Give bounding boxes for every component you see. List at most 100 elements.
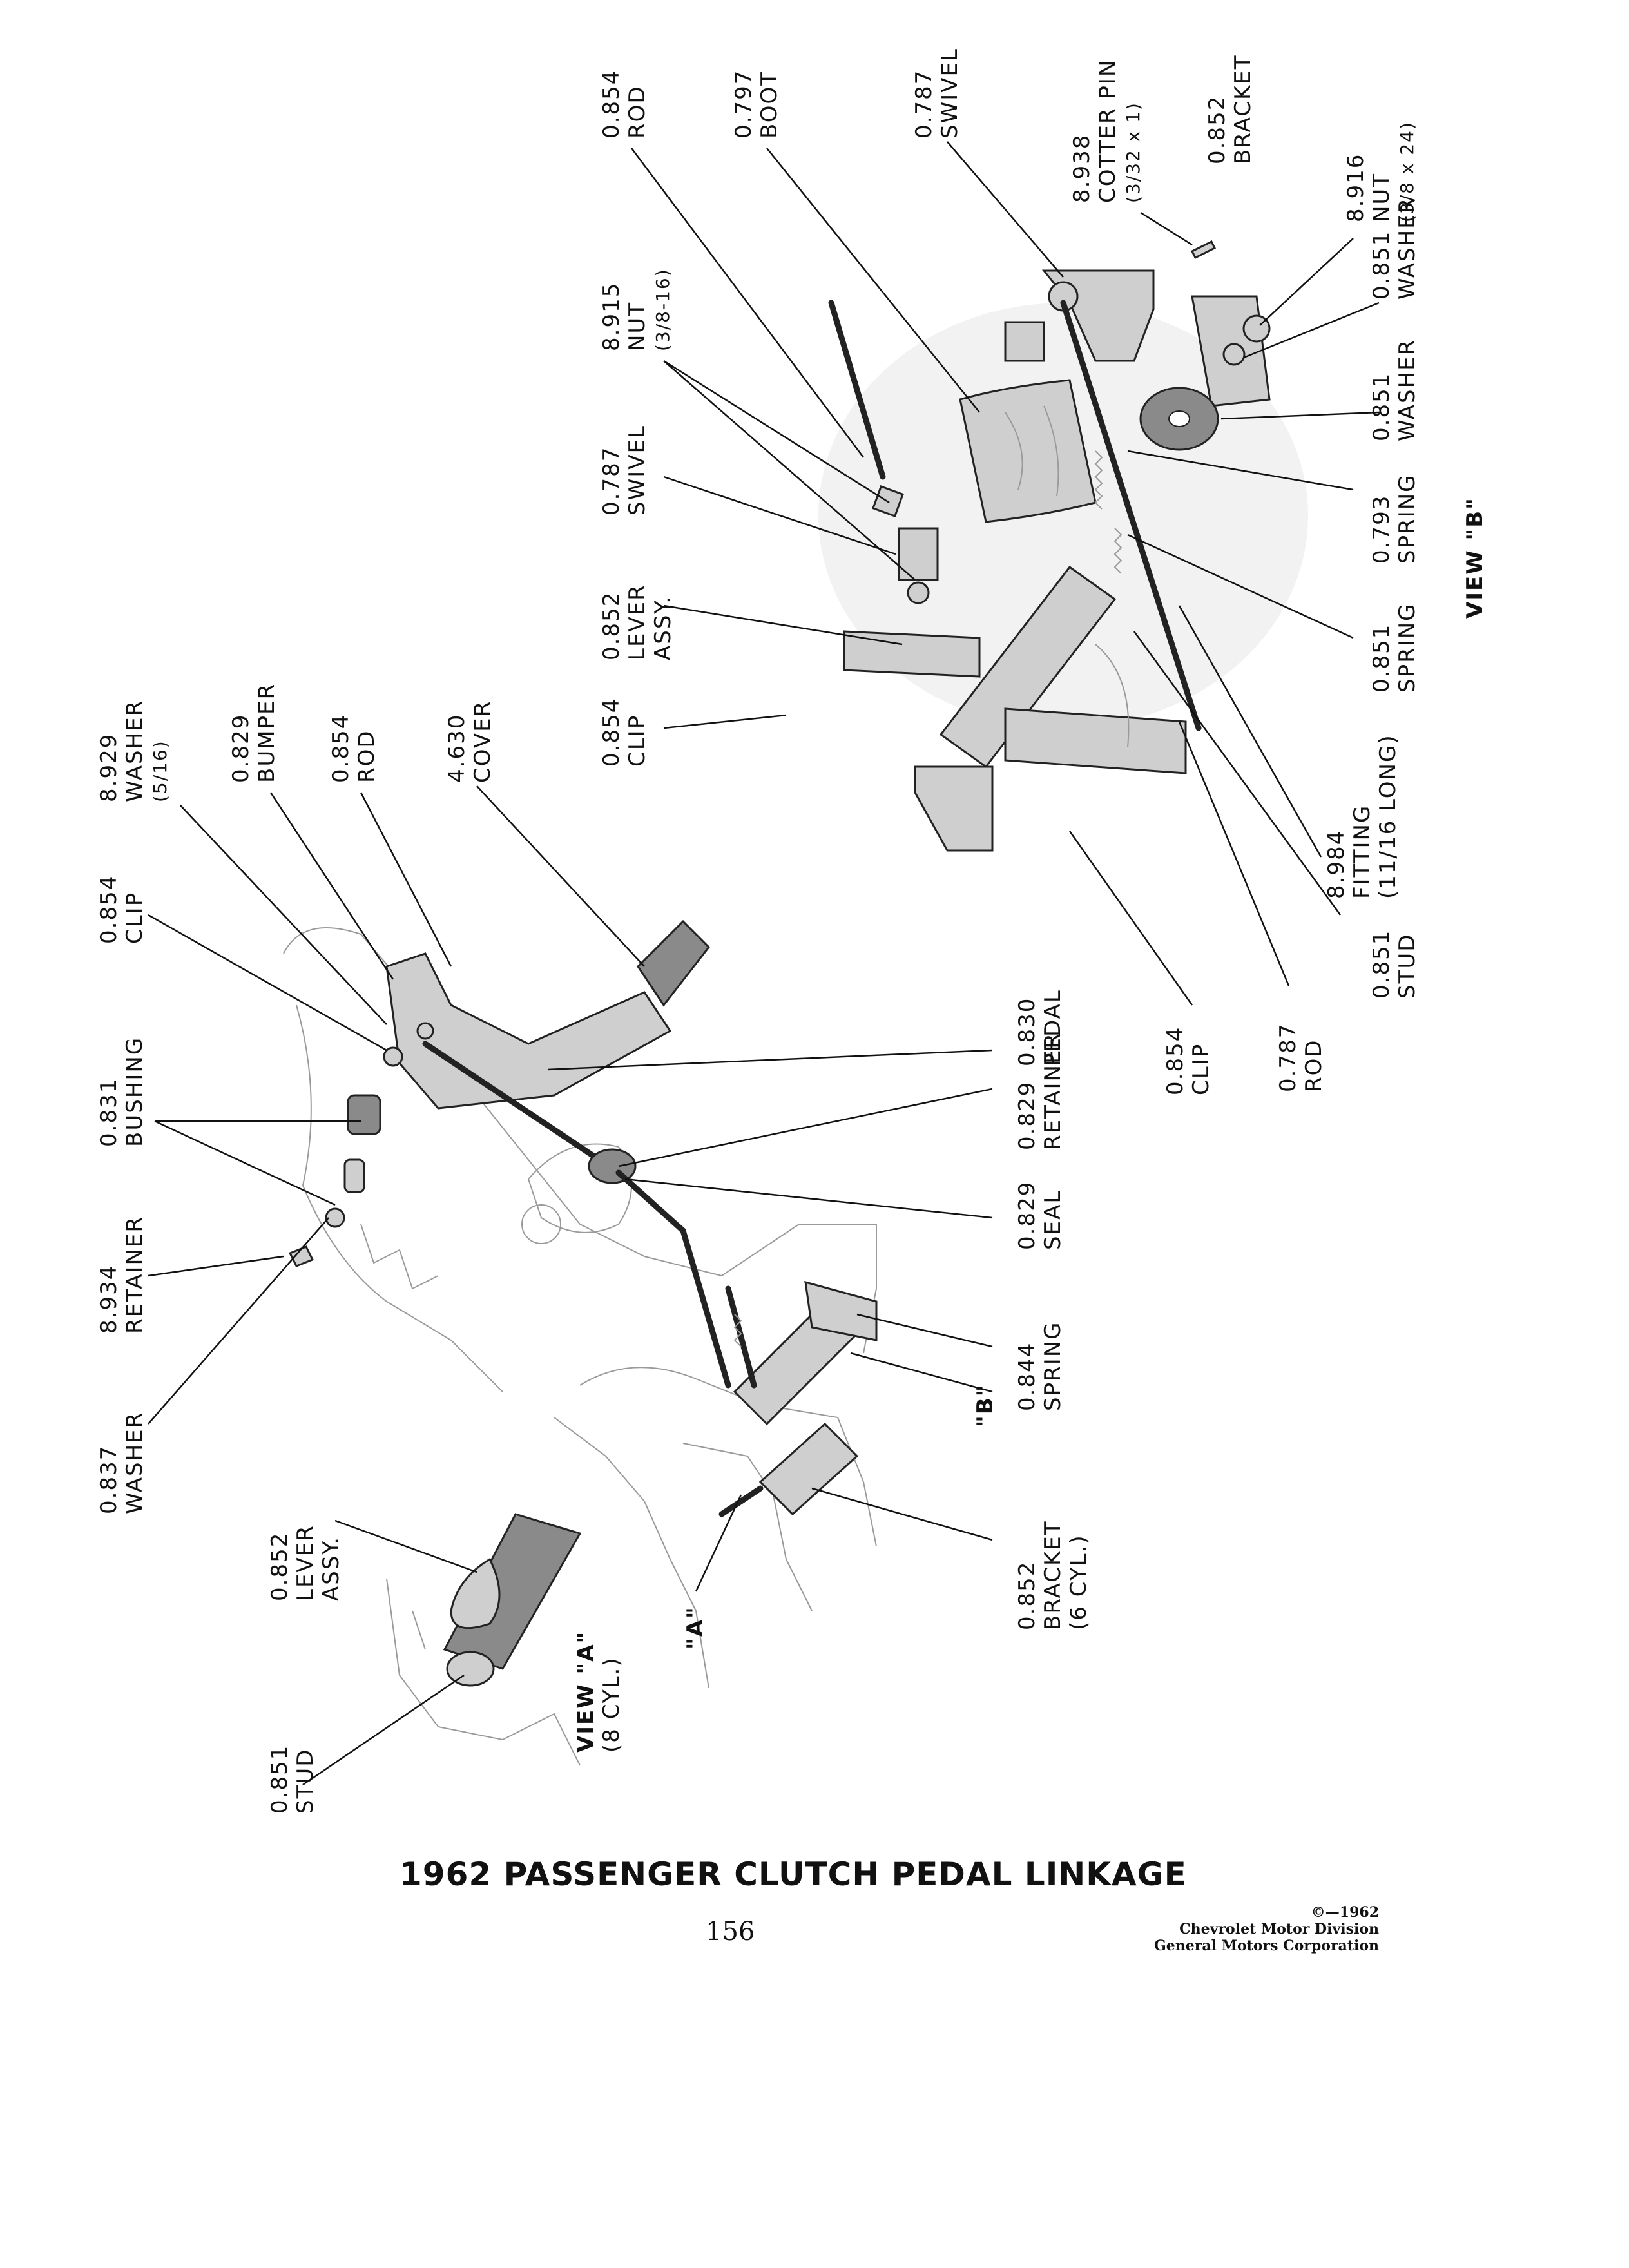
label-8934-retainer: 8.934 RETAINER xyxy=(96,1216,148,1334)
svg-text:BOOT: BOOT xyxy=(757,71,782,139)
svg-text:SPRING: SPRING xyxy=(1394,474,1420,564)
svg-text:(3/8-16): (3/8-16) xyxy=(652,268,673,351)
svg-text:4.630: 4.630 xyxy=(444,714,470,783)
label-0830-pedal: 0.830 PEDAL xyxy=(1014,989,1066,1066)
copyright-division: Chevrolet Motor Division xyxy=(1179,1921,1379,1937)
svg-text:0.851: 0.851 xyxy=(1369,372,1394,441)
lower-bracket-part xyxy=(804,1280,878,1341)
callout-a-label: "A" xyxy=(682,1606,708,1649)
washer-small-part xyxy=(1222,343,1246,366)
svg-text:(11/16 LONG): (11/16 LONG) xyxy=(1375,734,1401,899)
copyright-block: ©—1962 Chevrolet Motor Division General … xyxy=(1134,1904,1379,1954)
svg-text:PEDAL: PEDAL xyxy=(1040,989,1066,1066)
svg-text:0.787: 0.787 xyxy=(911,70,937,139)
cross-shaft-part xyxy=(939,565,1117,769)
svg-text:0.787: 0.787 xyxy=(599,447,624,515)
label-0854-clip-right: 0.854 CLIP xyxy=(1162,1026,1214,1095)
svg-text:(8 CYL.): (8 CYL.) xyxy=(599,1657,624,1753)
shaft-end-part xyxy=(914,765,994,852)
svg-text:FITTING: FITTING xyxy=(1349,805,1375,899)
copyright-year: ©—1962 xyxy=(1311,1904,1379,1921)
svg-text:"A": "A" xyxy=(682,1606,708,1649)
svg-text:NUT: NUT xyxy=(1369,173,1394,222)
label-0837-washer: 0.837 WASHER xyxy=(96,1412,148,1514)
svg-text:WASHER: WASHER xyxy=(1394,339,1420,441)
pushrod-part xyxy=(1060,300,1202,731)
label-0854-clip-left: 0.854 CLIP xyxy=(96,875,148,944)
view-a-label: VIEW "A" (8 CYL.) xyxy=(573,1631,624,1753)
label-8984-fitting: 8.984 FITTING (11/16 LONG) xyxy=(1324,734,1401,899)
svg-text:8.938: 8.938 xyxy=(1069,134,1095,203)
svg-text:0.852: 0.852 xyxy=(599,591,624,660)
svg-text:ASSY.: ASSY. xyxy=(650,595,676,660)
svg-text:ASSY.: ASSY. xyxy=(318,1536,344,1601)
svg-text:0.851: 0.851 xyxy=(1369,930,1394,999)
label-0797-boot: 0.797 BOOT xyxy=(731,70,782,139)
label-0829-retainer: 0.829 RETAINER xyxy=(1014,1032,1066,1150)
bushing-stud-part xyxy=(343,1158,365,1193)
svg-text:VIEW "A": VIEW "A" xyxy=(573,1631,599,1753)
svg-text:(3/8 x 24): (3/8 x 24) xyxy=(1396,121,1418,222)
svg-text:ROD: ROD xyxy=(354,729,380,783)
label-0787-swivel-top: 0.787 SWIVEL xyxy=(911,48,963,139)
svg-text:ROD: ROD xyxy=(1301,1039,1327,1092)
svg-text:0.797: 0.797 xyxy=(731,70,757,139)
svg-text:0.829: 0.829 xyxy=(1014,1081,1040,1150)
svg-text:(5/16): (5/16) xyxy=(149,740,171,802)
copyright-corporation: General Motors Corporation xyxy=(1153,1937,1379,1954)
svg-text:RETAINER: RETAINER xyxy=(1040,1032,1066,1150)
svg-text:SPRING: SPRING xyxy=(1040,1321,1066,1411)
view-b-label: VIEW "B" xyxy=(1462,497,1488,619)
svg-text:0.851: 0.851 xyxy=(267,1745,293,1814)
svg-text:WASHER: WASHER xyxy=(122,1412,148,1514)
view-b-illustration xyxy=(818,240,1308,852)
svg-text:0.851: 0.851 xyxy=(1369,624,1394,693)
label-0852-bracket-top: 0.852 BRACKET xyxy=(1204,54,1256,164)
label-0851-spring: 0.851 SPRING xyxy=(1369,602,1420,693)
svg-text:8.916: 8.916 xyxy=(1343,153,1369,222)
cotter-pin-part xyxy=(1190,240,1217,260)
svg-text:ROD: ROD xyxy=(624,85,650,139)
label-0852-lever-assy-left: 0.852 LEVER ASSY. xyxy=(267,1524,344,1601)
label-0851-stud-right: 0.851 STUD xyxy=(1369,930,1420,999)
label-0844-spring: 0.844 SPRING xyxy=(1014,1321,1066,1411)
label-0851-washer-b: 0.851 WASHER xyxy=(1369,339,1420,441)
svg-text:8.915: 8.915 xyxy=(599,282,624,351)
label-0831-bushing: 0.831 BUSHING xyxy=(96,1037,148,1147)
label-0852-lever-assy-top: 0.852 LEVER ASSY. xyxy=(599,584,676,660)
svg-text:SWIVEL: SWIVEL xyxy=(937,48,963,139)
svg-text:RETAINER: RETAINER xyxy=(122,1216,148,1334)
svg-text:WASHER: WASHER xyxy=(122,700,148,802)
svg-text:CLIP: CLIP xyxy=(624,715,650,767)
svg-text:0.830: 0.830 xyxy=(1014,997,1040,1066)
label-0829-seal: 0.829 SEAL xyxy=(1014,1181,1066,1250)
svg-text:0.854: 0.854 xyxy=(328,714,354,783)
label-0787-swivel-mid: 0.787 SWIVEL xyxy=(599,425,650,515)
bushing-small-part xyxy=(325,1207,345,1228)
svg-text:SPRING: SPRING xyxy=(1394,602,1420,693)
svg-text:8.929: 8.929 xyxy=(96,733,122,802)
svg-text:0.852: 0.852 xyxy=(1204,95,1230,164)
svg-text:"B": "B" xyxy=(972,1384,998,1427)
svg-text:NUT: NUT xyxy=(624,302,650,351)
svg-text:0.852: 0.852 xyxy=(267,1532,293,1601)
lower-lever-part xyxy=(1004,707,1187,774)
label-8929-washer: 8.929 WASHER (5/16) xyxy=(96,700,171,802)
svg-text:BUMPER: BUMPER xyxy=(254,683,280,783)
label-4630-cover: 4.630 COVER xyxy=(444,700,496,783)
page-number: 156 xyxy=(706,1917,755,1946)
svg-text:0.844: 0.844 xyxy=(1014,1342,1040,1411)
threaded-rod xyxy=(828,300,886,480)
label-0852-bracket-6cyl: 0.852 BRACKET (6 CYL.) xyxy=(1014,1520,1092,1630)
svg-text:WASHER: WASHER xyxy=(1394,197,1420,300)
svg-text:0.854: 0.854 xyxy=(96,875,122,944)
svg-text:0.837: 0.837 xyxy=(96,1445,122,1514)
label-0854-rod-mid: 0.854 ROD xyxy=(328,714,380,783)
svg-text:LEVER: LEVER xyxy=(624,584,650,660)
svg-text:8.984: 8.984 xyxy=(1324,830,1349,899)
label-0854-clip-mid: 0.854 CLIP xyxy=(599,698,650,767)
label-0854-rod-top: 0.854 ROD xyxy=(599,70,650,139)
lever-plate-part xyxy=(843,630,981,678)
svg-text:CLIP: CLIP xyxy=(1188,1043,1214,1095)
svg-text:0.793: 0.793 xyxy=(1369,495,1394,564)
